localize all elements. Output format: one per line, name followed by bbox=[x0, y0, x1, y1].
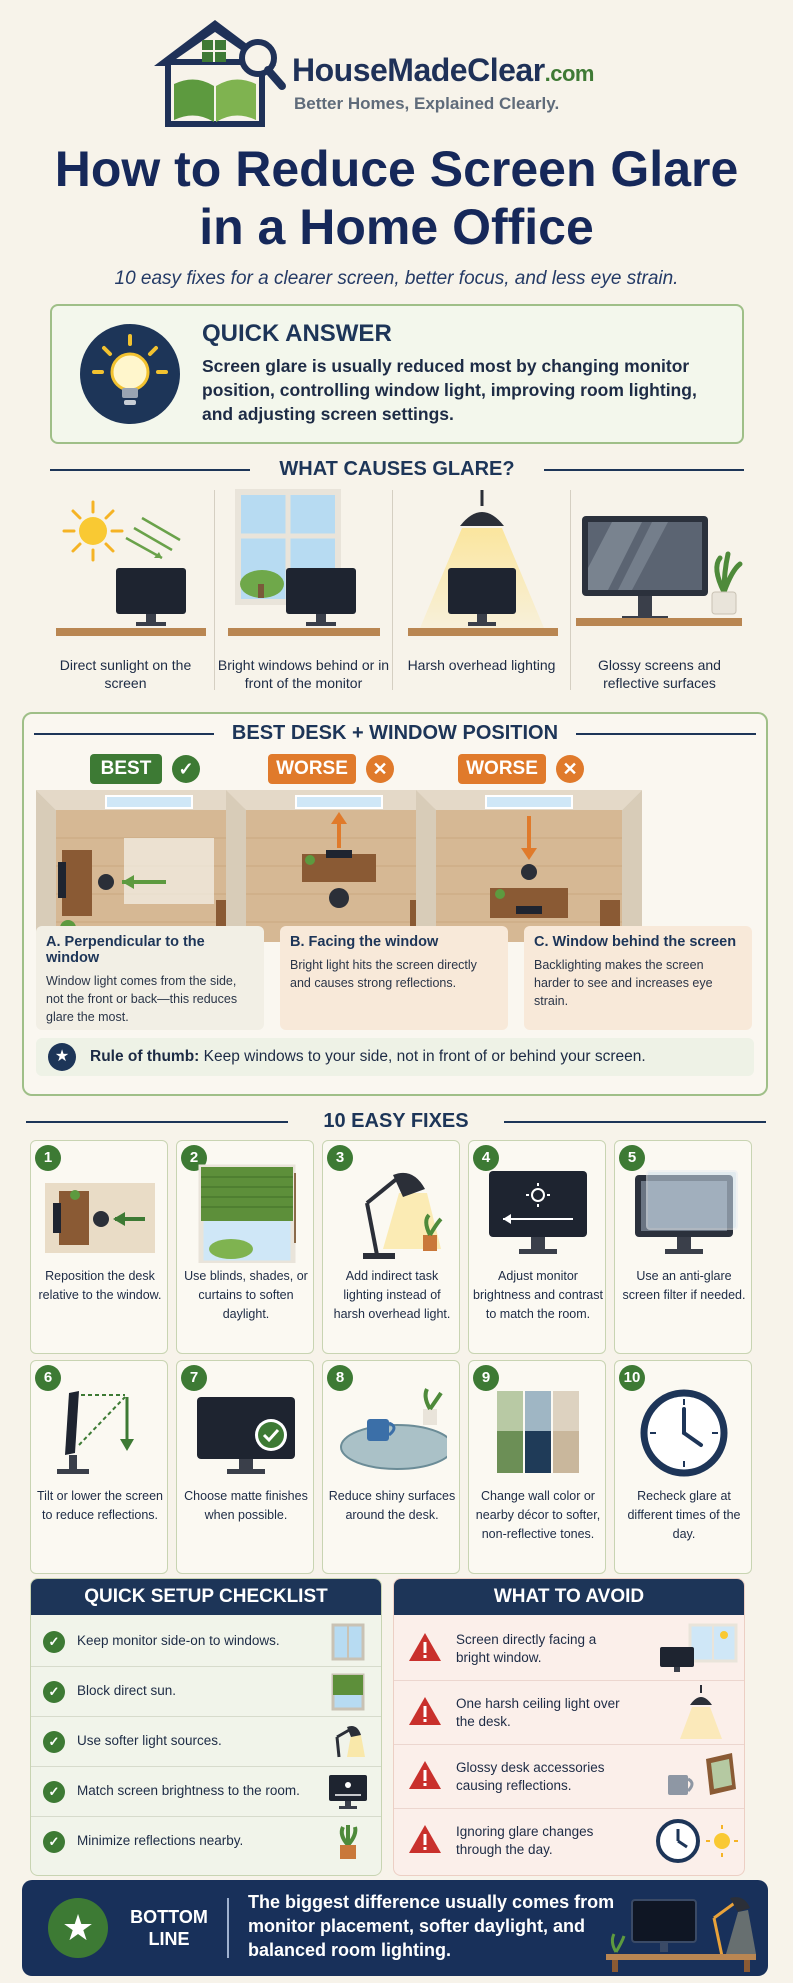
what-to-avoid: WHAT TO AVOID Screen directly facing a b… bbox=[393, 1578, 745, 1876]
avoid-item: Ignoring glare changes through the day. bbox=[394, 1809, 744, 1873]
bottom-line-banner: ★ BOTTOM LINE The biggest difference usu… bbox=[22, 1880, 768, 1976]
checklist-item: ✓ Use softer light sources. bbox=[31, 1717, 381, 1767]
best-badge: BEST bbox=[90, 754, 162, 784]
color-swatches-icon bbox=[497, 1391, 579, 1473]
window-blinds-icon bbox=[198, 1164, 296, 1263]
divider bbox=[214, 490, 215, 690]
sun-icon bbox=[56, 500, 206, 636]
worse-badge: WORSE bbox=[268, 754, 356, 784]
check-icon: ✓ bbox=[43, 1631, 65, 1653]
worse-badge: WORSE bbox=[458, 754, 546, 784]
fix-card: 3 Add indirect task lighting instead of … bbox=[322, 1140, 460, 1354]
check-icon: ✓ bbox=[43, 1731, 65, 1753]
rule-of-thumb-text: Rule of thumb: Keep windows to your side… bbox=[90, 1048, 646, 1065]
desk-reposition-icon bbox=[45, 1183, 155, 1253]
x-icon: ✕ bbox=[556, 755, 584, 783]
quick-answer-title: QUICK ANSWER bbox=[202, 320, 392, 347]
brand-tagline: Better Homes, Explained Clearly. bbox=[294, 94, 560, 113]
position-card-facing: B. Facing the window Bright light hits t… bbox=[280, 926, 508, 1030]
quick-answer-box: QUICK ANSWER Screen glare is usually red… bbox=[50, 304, 744, 444]
desk-lamp-icon bbox=[335, 1726, 365, 1758]
warning-icon bbox=[409, 1761, 441, 1789]
quick-answer-text: Screen glare is usually reduced most by … bbox=[202, 356, 697, 424]
fix-card: 4 Adjust monitor brightness and contrast… bbox=[468, 1140, 606, 1354]
checklist-title: QUICK SETUP CHECKLIST bbox=[31, 1579, 381, 1615]
monitor-icon bbox=[329, 1775, 367, 1809]
divider bbox=[570, 490, 571, 690]
plant-icon bbox=[339, 1825, 358, 1859]
page-subtitle: 10 easy fixes for a clearer screen, bett… bbox=[114, 268, 679, 289]
quick-setup-checklist: QUICK SETUP CHECKLIST ✓ Keep monitor sid… bbox=[30, 1578, 382, 1876]
warning-icon bbox=[409, 1825, 441, 1853]
page-title: How to Reduce Screen Glare in a Home Off… bbox=[54, 141, 739, 255]
brand-name: HouseMadeClear.com bbox=[292, 52, 595, 88]
x-icon: ✕ bbox=[366, 755, 394, 783]
cause-glossy-screens: Glossy screens and reflective surfaces bbox=[572, 488, 747, 718]
checklist-item: ✓ Keep monitor side-on to windows. bbox=[31, 1617, 381, 1667]
check-icon: ✓ bbox=[172, 755, 200, 783]
clock-icon bbox=[640, 1389, 728, 1477]
clock-sun-icon bbox=[656, 1819, 738, 1863]
room-facing-window-diagram bbox=[226, 790, 452, 962]
check-icon: ✓ bbox=[43, 1781, 65, 1803]
star-icon: ★ bbox=[48, 1898, 108, 1958]
fix-card: 7 Choose matte finishes when possible. bbox=[176, 1360, 314, 1574]
cause-bright-windows: Bright windows behind or in front of the… bbox=[216, 488, 391, 718]
bottom-line-text: The biggest difference usually comes fro… bbox=[248, 1892, 615, 1960]
avoid-item: Glossy desk accessories causing reflecti… bbox=[394, 1745, 744, 1809]
checklist-item: ✓ Minimize reflections nearby. bbox=[31, 1817, 381, 1867]
room-window-behind-diagram bbox=[416, 790, 642, 962]
house-logo-icon bbox=[154, 20, 286, 127]
causes-header: WHAT CAUSES GLARE? bbox=[50, 458, 744, 482]
avoid-title: WHAT TO AVOID bbox=[394, 1579, 744, 1615]
checklist-item: ✓ Match screen brightness to the room. bbox=[31, 1767, 381, 1817]
window-icon bbox=[228, 489, 380, 636]
avoid-item: Screen directly facing a bright window. bbox=[394, 1617, 744, 1681]
glossy-monitor-icon bbox=[576, 516, 743, 626]
cause-overhead-light: Harsh overhead lighting bbox=[394, 488, 569, 718]
fix-card: 6 Tilt or lower the screen to reduce ref… bbox=[30, 1360, 168, 1574]
checklist-item: ✓ Block direct sun. bbox=[31, 1667, 381, 1717]
bottom-line-title: BOTTOM LINE bbox=[130, 1907, 208, 1949]
mug-frame-icon bbox=[668, 1753, 736, 1795]
shiny-desk-icon bbox=[340, 1388, 447, 1470]
fix-card: 1 Reposition the desk relative to the wi… bbox=[30, 1140, 168, 1354]
positions-header: BEST DESK + WINDOW POSITION bbox=[34, 722, 756, 746]
monitor-brightness-icon bbox=[489, 1171, 587, 1254]
fix-card: 8 Reduce shiny surfaces around the desk. bbox=[322, 1360, 460, 1574]
warning-icon bbox=[409, 1633, 441, 1661]
warning-icon bbox=[409, 1697, 441, 1725]
avoid-item: One harsh ceiling light over the desk. bbox=[394, 1681, 744, 1745]
divider bbox=[227, 1898, 229, 1958]
divider bbox=[392, 490, 393, 690]
rule-of-thumb: ★ Rule of thumb: Keep windows to your si… bbox=[36, 1038, 754, 1076]
fix-card: 2 Use blinds, shades, or curtains to sof… bbox=[176, 1140, 314, 1354]
desk-lamp-icon bbox=[363, 1172, 443, 1259]
ceiling-lamp-icon bbox=[408, 490, 558, 636]
fix-card: 9 Change wall color or nearby décor to s… bbox=[468, 1360, 606, 1574]
fixes-header: 10 EASY FIXES bbox=[26, 1110, 766, 1134]
check-icon: ✓ bbox=[43, 1681, 65, 1703]
blinds-icon bbox=[331, 1673, 365, 1711]
ceiling-lamp-icon bbox=[680, 1685, 722, 1739]
check-icon: ✓ bbox=[43, 1831, 65, 1853]
position-card-perpendicular: A. Perpendicular to the window Window li… bbox=[36, 926, 264, 1030]
anti-glare-filter-icon bbox=[635, 1170, 738, 1254]
window-icon bbox=[331, 1623, 365, 1661]
desk-position-panel: BEST DESK + WINDOW POSITION BEST ✓ WORSE… bbox=[22, 712, 768, 1096]
desk-setup-icon bbox=[606, 1897, 756, 1972]
matte-monitor-icon bbox=[197, 1397, 295, 1474]
cause-sunlight: Direct sunlight on the screen bbox=[38, 488, 213, 718]
lightbulb-icon bbox=[80, 324, 180, 424]
tilt-screen-icon bbox=[57, 1391, 134, 1474]
star-icon: ★ bbox=[48, 1043, 76, 1071]
fix-card: 10 Recheck glare at different times of t… bbox=[614, 1360, 752, 1574]
position-card-behind: C. Window behind the screen Backlighting… bbox=[524, 926, 752, 1030]
window-monitor-icon bbox=[660, 1623, 738, 1672]
fix-card: 5 Use an anti-glare screen filter if nee… bbox=[614, 1140, 752, 1354]
